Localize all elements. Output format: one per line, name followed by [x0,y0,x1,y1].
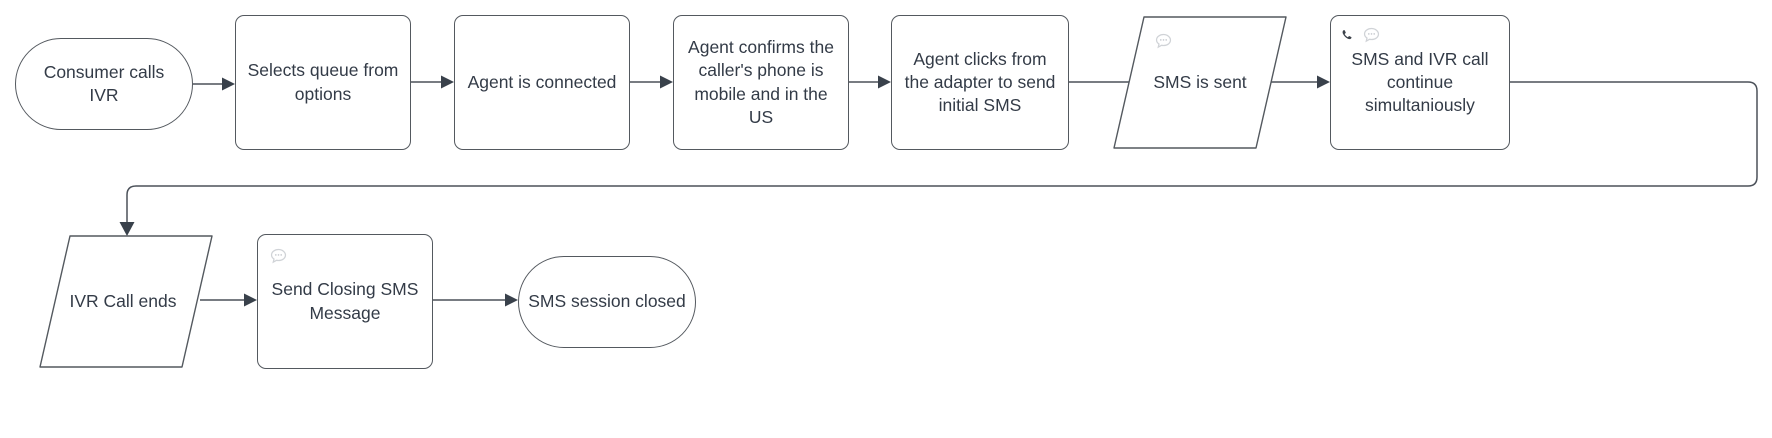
node-icon-group [1154,32,1173,51]
node-sms-session-closed[interactable]: SMS session closed [518,256,696,348]
node-sms-is-sent[interactable]: SMS is sent [1112,15,1288,150]
edge-ivrends-to-closingsms [200,293,257,307]
node-ivr-call-ends[interactable]: IVR Call ends [38,234,214,369]
node-label: Agent clicks from the adapter to send in… [904,48,1056,116]
node-label: IVR Call ends [69,290,177,311]
node-label: Consumer calls IVR [43,61,165,105]
chat-bubble-icon [269,247,288,266]
node-send-closing-sms[interactable]: Send Closing SMS Message [257,234,433,369]
chat-bubble-icon [1154,32,1173,51]
node-selects-queue[interactable]: Selects queue from options [235,15,411,150]
edge-closingsms-to-sessionclosed [433,293,518,307]
node-icon-group [1340,26,1381,45]
node-consumer-calls-ivr[interactable]: Consumer calls IVR [15,38,193,130]
parallelogram-shape [39,235,213,368]
edge-queue-to-connected [411,75,454,89]
node-label: Agent is connected [467,71,617,92]
node-label: Agent confirms the caller's phone is mob… [688,37,834,127]
edge-simultaneous-to-ivrends [119,81,1758,236]
phone-icon [1340,28,1355,43]
parallelogram-shape [1113,16,1287,149]
node-label: SMS and IVR call continue simultaniously [1351,48,1489,116]
node-label: SMS session closed [528,291,686,312]
node-agent-is-connected[interactable]: Agent is connected [454,15,630,150]
node-icon-group [269,247,288,266]
edge-confirms-to-clicks [849,75,891,89]
node-label: Selects queue from options [247,60,399,104]
edge-connected-to-confirms [630,75,673,89]
chat-bubble-icon [1362,26,1381,45]
node-agent-clicks-adapter[interactable]: Agent clicks from the adapter to send in… [891,15,1069,150]
node-label: Send Closing SMS Message [271,279,419,323]
edge-consumer-to-queue [193,77,235,91]
node-agent-confirms-phone[interactable]: Agent confirms the caller's phone is mob… [673,15,849,150]
node-label: SMS is sent [1153,71,1247,92]
node-sms-ivr-simultaneous[interactable]: SMS and IVR call continue simultaniously [1330,15,1510,150]
